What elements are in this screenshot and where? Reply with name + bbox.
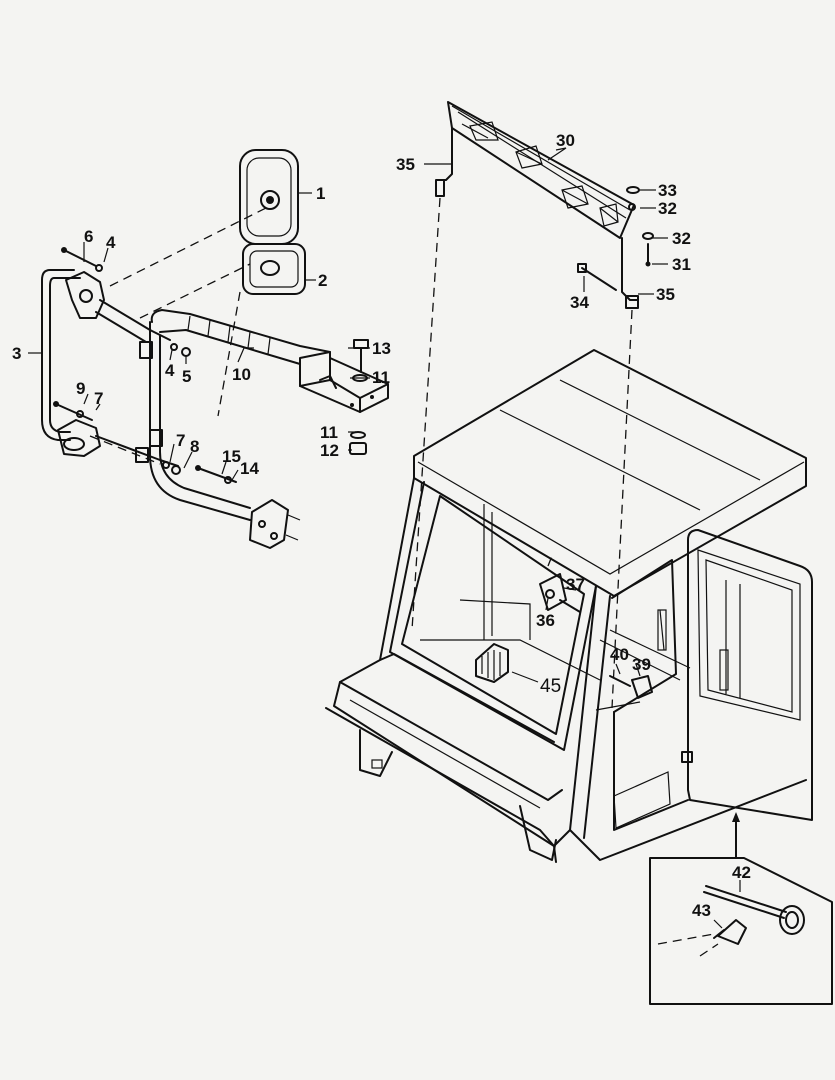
mirror-rod xyxy=(41,269,75,441)
callout-35-upper: 35 xyxy=(396,155,415,174)
mirror-head xyxy=(239,149,299,245)
callout-12: 12 xyxy=(320,441,339,460)
callout-7-lower: 7 xyxy=(176,431,185,450)
callout-1: 1 xyxy=(316,184,325,203)
callout-15: 15 xyxy=(222,447,241,466)
cab-body xyxy=(325,197,813,863)
callout-45: 45 xyxy=(540,676,561,697)
callout-35-lower: 35 xyxy=(656,285,675,304)
callout-11-lower: 11 xyxy=(320,423,338,442)
callout-36: 36 xyxy=(536,611,555,630)
main-bracket xyxy=(135,309,331,521)
sun-visor xyxy=(435,101,654,309)
callout-39: 39 xyxy=(632,655,651,674)
callout-11-upper: 11 xyxy=(372,368,390,387)
callout-6: 6 xyxy=(84,227,93,246)
callout-4-upper: 4 xyxy=(106,233,116,252)
mirror-lower xyxy=(242,243,306,295)
inset-detail xyxy=(649,812,833,1005)
callout-33: 33 xyxy=(658,181,677,200)
callout-37: 37 xyxy=(566,575,585,594)
mirror-assembly xyxy=(41,149,389,549)
callout-14: 14 xyxy=(240,459,259,478)
leader-lines xyxy=(28,147,741,929)
callout-5: 5 xyxy=(182,367,191,386)
callout-3: 3 xyxy=(12,344,21,363)
callout-9: 9 xyxy=(76,379,85,398)
callout-32-upper: 32 xyxy=(658,199,677,218)
callout-42: 42 xyxy=(732,863,751,882)
callout-30: 30 xyxy=(556,131,575,150)
callout-4-lower: 4 xyxy=(165,361,175,380)
callout-7-upper: 7 xyxy=(94,389,103,408)
callout-13: 13 xyxy=(372,339,391,358)
callout-43: 43 xyxy=(692,901,711,920)
fasteners-mirror xyxy=(53,247,369,484)
callout-40: 40 xyxy=(610,645,629,664)
callout-10: 10 xyxy=(232,365,251,384)
callout-labels: 1 2 3 6 4 10 4 5 9 7 7 8 13 11 11 12 15 … xyxy=(12,131,751,920)
mount-block xyxy=(299,351,389,413)
callout-2: 2 xyxy=(318,271,327,290)
callout-31: 31 xyxy=(672,255,691,274)
base-plate xyxy=(249,499,301,549)
callout-8: 8 xyxy=(190,437,199,456)
callout-32-lower: 32 xyxy=(672,229,691,248)
callout-34: 34 xyxy=(570,293,589,312)
